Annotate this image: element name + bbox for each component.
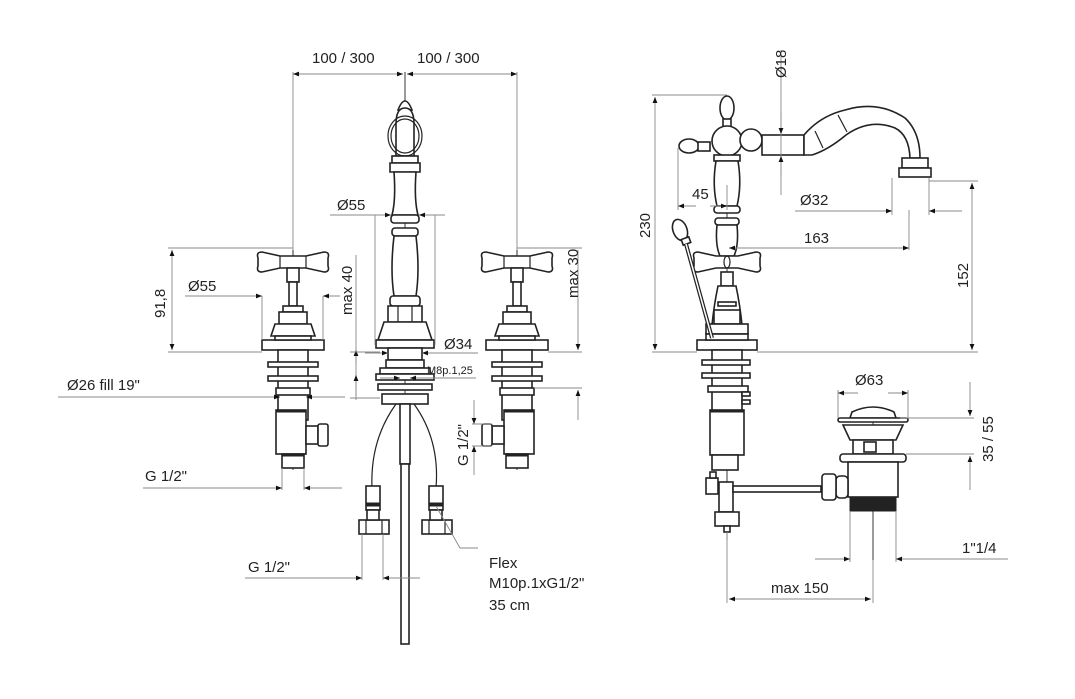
- handle-offset-label: 45: [692, 186, 709, 203]
- waste-diameter-label: Ø63: [855, 372, 883, 389]
- spout-diameter-label: Ø55: [337, 197, 365, 214]
- left-valve-diameter-label: Ø55: [188, 278, 216, 295]
- left-valve-fill-label: Ø26 fill 19": [67, 377, 140, 394]
- right-valve-max-depth-label: max 30: [565, 249, 582, 298]
- side-view: Ø18 230 45 Ø32 163 152 Ø63: [637, 50, 1008, 603]
- right-valve: max 30 G 1/2": [455, 247, 582, 475]
- spout-outlet-diameter-label: Ø32: [800, 192, 828, 209]
- spout-max-depth-label: max 40: [339, 266, 356, 315]
- flex-label-3: 35 cm: [489, 597, 530, 614]
- waste-thread-label: 1"1/4: [962, 540, 997, 557]
- center-spout: Ø55 max 40 Ø34 M8p.1,25 G 1/2": [245, 96, 584, 645]
- left-valve: 91,8 Ø55 Ø26 fill 19" G 1/2": [58, 247, 345, 491]
- spout-reach-label: 163: [804, 230, 829, 247]
- front-view: 100 / 300 100 / 300: [58, 50, 584, 645]
- spacing-right-label: 100 / 300: [417, 50, 480, 67]
- spout-base-diameter-label: Ø34: [444, 336, 472, 353]
- flex-label-2: M10p.1xG1/2": [489, 575, 584, 592]
- total-height-label: 230: [637, 213, 654, 238]
- spacing-dimension: 100 / 300 100 / 300: [292, 50, 518, 255]
- flex-fitting-left: [358, 485, 390, 535]
- waste-height-label: 35 / 55: [980, 416, 997, 462]
- left-valve-height-label: 91,8: [152, 289, 169, 318]
- spacing-left-label: 100 / 300: [312, 50, 375, 67]
- flex-label-1: Flex: [489, 555, 518, 572]
- outlet-height-label: 152: [955, 263, 972, 288]
- flex-connection-label: G 1/2": [248, 559, 290, 576]
- pop-up-waste: [821, 406, 909, 560]
- spout-thread-label: M8p.1,25: [427, 365, 473, 377]
- waste-max-distance-label: max 150: [771, 580, 829, 597]
- right-valve-connection-label: G 1/2": [455, 424, 472, 466]
- flex-fitting-right: [421, 485, 453, 535]
- spout-pipe-diameter-label: Ø18: [773, 50, 790, 78]
- left-valve-connection-label: G 1/2": [145, 468, 187, 485]
